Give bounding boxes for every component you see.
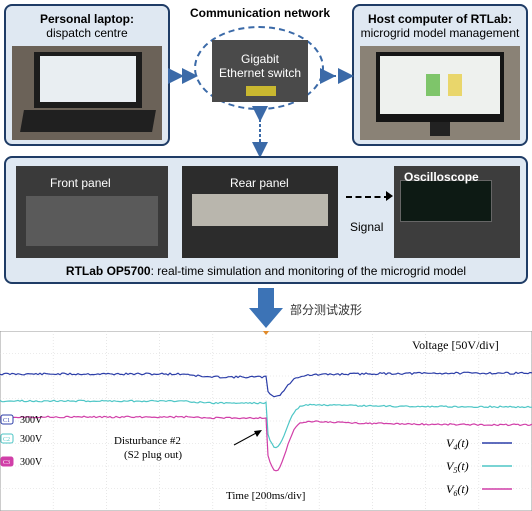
signal-label: Signal xyxy=(350,220,384,234)
trace-v6 xyxy=(0,415,532,472)
legend-entry-v5: V5(t) xyxy=(446,459,512,475)
switch-label-1: Gigabit xyxy=(240,52,280,66)
svg-text:V5(t): V5(t) xyxy=(446,459,469,475)
switch-photo: Gigabit Ethernet switch xyxy=(212,40,308,102)
host-subtitle: microgrid model management xyxy=(360,26,520,40)
channel-tag-c1: C1 300V xyxy=(0,414,43,426)
down-arrow-icon xyxy=(249,288,283,328)
rtlab-caption-bold: RTLab OP5700 xyxy=(65,264,151,278)
disturbance-line-1: Disturbance #2 xyxy=(114,435,181,447)
laptop-photo xyxy=(12,46,162,140)
voltage-label: Voltage [50V/div] xyxy=(412,338,499,352)
trigger-marker xyxy=(262,331,270,335)
channel-tag-c2: C2 300V xyxy=(0,433,43,445)
svg-text:V6(t): V6(t) xyxy=(446,482,469,498)
svg-text:C3: C3 xyxy=(3,460,10,466)
top-connectors xyxy=(168,68,354,158)
trace-v5 xyxy=(0,399,532,449)
oscilloscope-label: Oscilloscope xyxy=(404,170,479,184)
host-photo xyxy=(360,46,520,140)
legend-entry-v6: V6(t) xyxy=(446,482,512,498)
host-green-block xyxy=(426,74,440,96)
svg-text:C1: C1 xyxy=(3,418,10,424)
legend-entry-v4: V4(t) xyxy=(446,436,512,452)
disturbance-line-2: (S2 plug out) xyxy=(124,449,182,461)
rtlab-caption-rest: : real-time simulation and monitoring of… xyxy=(150,264,467,278)
laptop-title: Personal laptop: xyxy=(39,12,134,26)
rtlab-caption: RTLab OP5700: real-time simulation and m… xyxy=(6,264,526,278)
switch-label-2: Ethernet switch xyxy=(218,66,302,80)
laptop-panel: Personal laptop: dispatch centre xyxy=(4,4,170,146)
host-yellow-block xyxy=(448,74,462,96)
host-title: Host computer of RTLab: xyxy=(368,12,512,26)
channel-scale-c3: 300V xyxy=(20,457,43,468)
arrow-caption: 部分测试波形 xyxy=(290,303,363,317)
laptop-screen xyxy=(34,52,142,108)
waveform-plot: Voltage [50V/div] Time [200ms/div] Distu… xyxy=(0,331,532,511)
oscilloscope-photo: Oscilloscope xyxy=(394,166,520,258)
channel-scale-c1: 300V xyxy=(20,415,43,426)
channel-tag-c3: C3 300V xyxy=(0,456,43,468)
time-label: Time [200ms/div] xyxy=(226,490,305,502)
rear-panel-photo: Rear panel xyxy=(182,166,338,258)
signal-arrow xyxy=(346,196,390,198)
rtlab-panel: Front panel Rear panel Signal Oscillosco… xyxy=(4,156,528,284)
trace-v4 xyxy=(0,371,532,398)
svg-text:V4(t): V4(t) xyxy=(446,436,469,452)
host-monitor xyxy=(376,52,504,122)
channel-scale-c2: 300V xyxy=(20,434,43,445)
svg-text:C2: C2 xyxy=(3,437,10,443)
rear-panel-label: Rear panel xyxy=(230,176,289,190)
laptop-subtitle: dispatch centre xyxy=(46,26,128,40)
disturbance-arrow xyxy=(233,431,259,446)
oscilloscope-screen xyxy=(400,180,492,222)
host-panel: Host computer of RTLab: microgrid model … xyxy=(352,4,528,146)
front-panel-photo: Front panel xyxy=(16,166,168,258)
switch-ports xyxy=(246,86,276,96)
network-title: Communication network xyxy=(189,6,330,20)
front-panel-label: Front panel xyxy=(50,176,111,190)
